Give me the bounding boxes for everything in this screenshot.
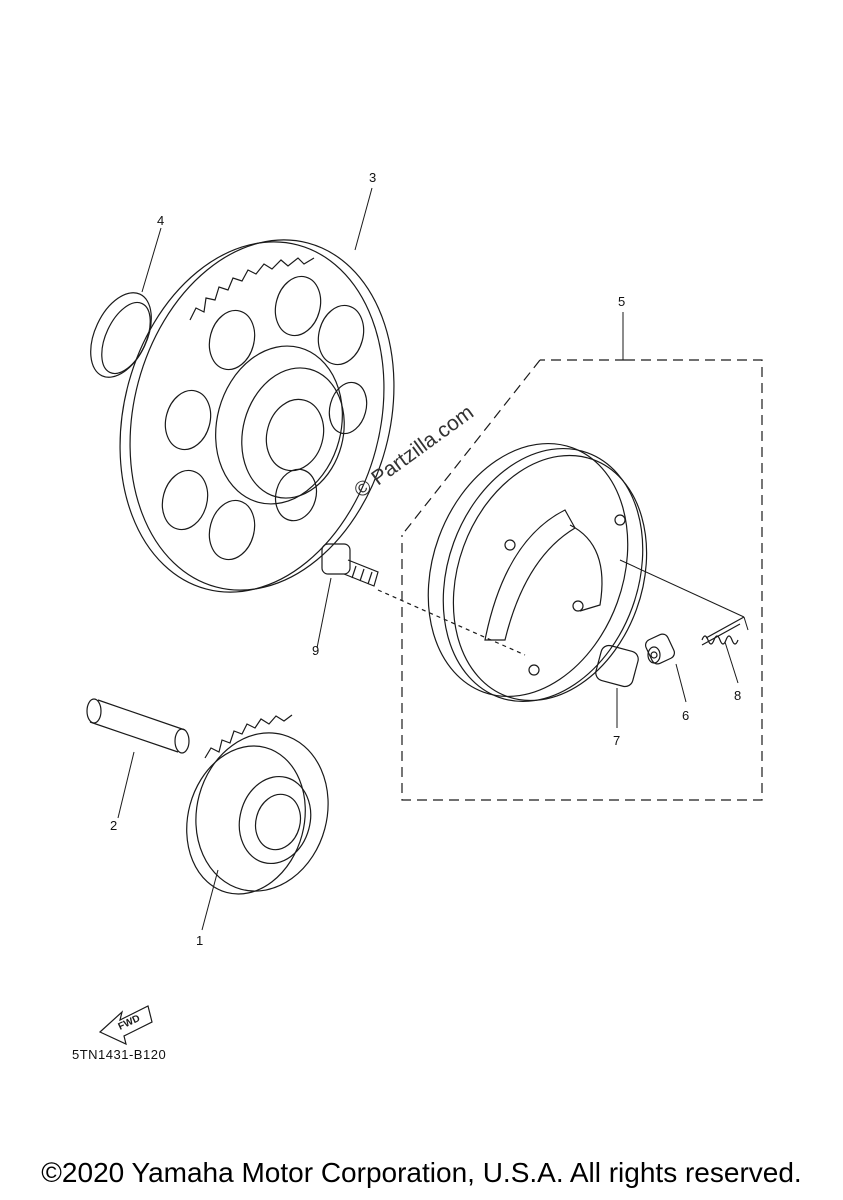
bolt — [321, 543, 526, 656]
washer — [90, 292, 152, 378]
plunger — [645, 633, 675, 665]
shaft — [86, 698, 190, 754]
callout-2: 2 — [110, 818, 117, 833]
copyright-notice: ©2020 Yamaha Motor Corporation, U.S.A. A… — [41, 1157, 802, 1188]
callout-3: 3 — [369, 170, 376, 185]
callout-1: 1 — [196, 933, 203, 948]
fwd-arrow-icon: FWD — [98, 1005, 153, 1046]
idle-gear — [186, 714, 329, 895]
figure-code: 5TN1431-B120 — [72, 1047, 167, 1062]
callout-9: 9 — [312, 643, 319, 658]
starter-wheel-gear — [119, 239, 395, 593]
callout-4: 4 — [157, 213, 164, 228]
leader-lines — [117, 187, 749, 931]
callout-8: 8 — [734, 688, 741, 703]
roller — [595, 644, 639, 688]
spring — [701, 616, 745, 646]
clutch-assembly — [401, 359, 763, 801]
callout-labels: 1 2 3 4 5 6 7 8 9 — [110, 170, 741, 948]
callout-7: 7 — [613, 733, 620, 748]
callout-6: 6 — [682, 708, 689, 723]
callout-5: 5 — [618, 294, 625, 309]
